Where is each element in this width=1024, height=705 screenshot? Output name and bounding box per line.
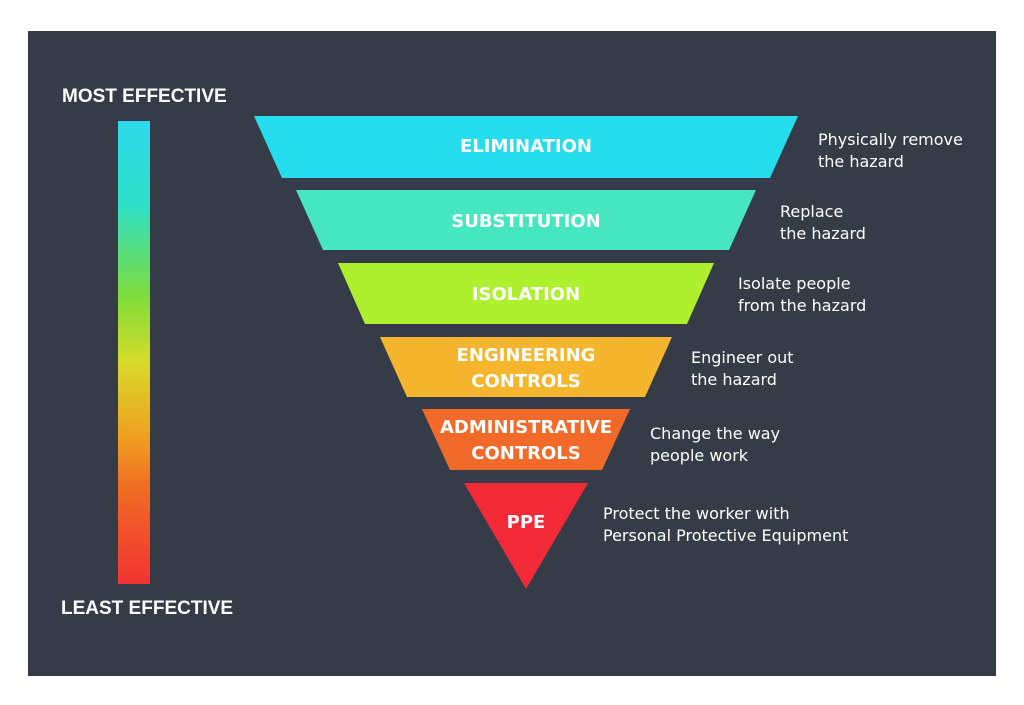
level-name-elimination: ELIMINATION — [459, 136, 592, 157]
level-shape-elimination — [254, 116, 798, 178]
level-shape-ppe — [464, 483, 588, 589]
level-name-isolation: ISOLATION — [471, 284, 581, 305]
level-description-substitution: Replace the hazard — [780, 202, 866, 243]
level-description-ppe: Protect the worker with Personal Protect… — [603, 504, 849, 545]
level-name-administrative-controls: ADMINISTRATIVE CONTROLS — [439, 417, 613, 464]
level-description-elimination: Physically remove the hazard — [818, 130, 963, 171]
level-shape-engineering-controls — [380, 337, 672, 397]
most-effective-label: MOST EFFECTIVE — [62, 86, 227, 107]
level-description-engineering-controls: Engineer out the hazard — [691, 348, 794, 389]
hierarchy-pyramid — [254, 116, 798, 589]
diagram-panel: MOST EFFECTIVE LEAST EFFECTIVE ELIMINATI… — [28, 31, 996, 676]
level-shape-administrative-controls — [422, 409, 630, 470]
level-shape-isolation — [338, 263, 714, 324]
effectiveness-gradient-bar — [118, 121, 150, 584]
level-name-engineering-controls: ENGINEERING CONTROLS — [456, 345, 596, 392]
level-name-ppe: PPE — [506, 512, 546, 533]
level-shape-substitution — [296, 190, 756, 250]
level-description-isolation: Isolate people from the hazard — [738, 274, 867, 315]
least-effective-label: LEAST EFFECTIVE — [61, 598, 234, 619]
level-description-administrative-controls: Change the way people work — [650, 424, 781, 465]
level-name-substitution: SUBSTITUTION — [451, 211, 601, 232]
